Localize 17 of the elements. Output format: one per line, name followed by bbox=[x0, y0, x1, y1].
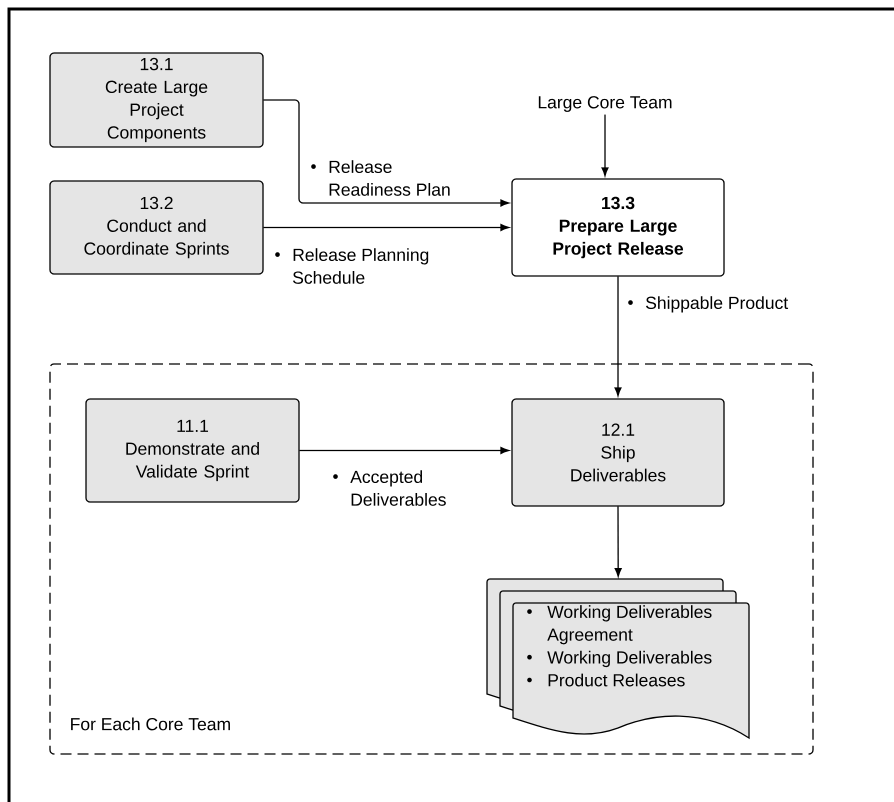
process-box: 11.1 Demonstrate and Validate Sprint bbox=[85, 398, 300, 503]
arrow bbox=[264, 99, 510, 207]
process-box: 13.3 Prepare Large Project Release bbox=[511, 178, 725, 277]
arrow bbox=[614, 276, 622, 396]
arrow bbox=[264, 224, 510, 232]
arrow bbox=[601, 114, 609, 176]
process-box: 12.1 Ship Deliverables bbox=[511, 398, 725, 507]
arrow bbox=[614, 506, 622, 577]
process-box: 13.1 Create Large Project Components bbox=[49, 52, 264, 148]
edge-label: Accepted Deliverables bbox=[350, 470, 446, 506]
process-box: 13.2 Conduct and Coordinate Sprints bbox=[49, 180, 264, 275]
document-stack: Working Deliverables Agreement Working Deliverables Product Releases bbox=[486, 578, 750, 739]
input-label: Large Core Team bbox=[538, 96, 672, 112]
arrow bbox=[300, 446, 510, 454]
edge-label: Release Readiness Plan bbox=[330, 160, 450, 196]
edge-label: Release Planning Schedule bbox=[293, 248, 428, 284]
edge-label: Shippable Product bbox=[646, 296, 788, 313]
